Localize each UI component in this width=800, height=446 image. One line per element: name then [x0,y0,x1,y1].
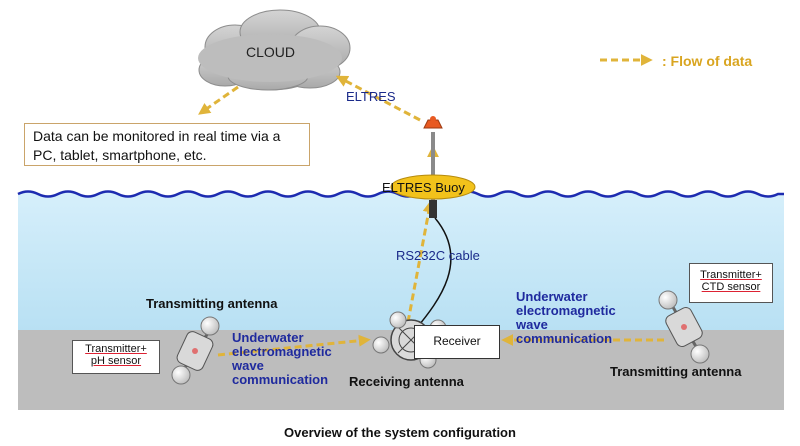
cable-label: RS232C cable [396,248,480,263]
ctd-box-line2: CTD sensor [701,281,761,293]
right-transmitting-antenna-icon [658,290,710,364]
system-diagram [17,9,784,410]
ph-box-line1: Transmitter+ [85,343,147,355]
legend-label: : Flow of data [662,53,753,69]
monitoring-note: Data can be monitored in real time via a… [24,123,310,166]
left-comm-label: Underwater electromagnetic wave communic… [232,330,332,387]
ph-transmitter-box: Transmitter+ pH sensor [72,340,160,374]
cloud-label: CLOUD [246,44,296,60]
buoy-label: ELTRES Buoy [382,180,465,195]
rs232c-cable [414,217,452,331]
receiver-box: Receiver [414,325,500,359]
left-antenna-label: Transmitting antenna [146,296,278,311]
sea [18,191,784,332]
right-antenna-label: Transmitting antenna [610,364,742,379]
ph-box-line2: pH sensor [90,355,142,367]
receiving-antenna-label: Receiving antenna [349,374,464,389]
eltres-label: ELTRES [346,89,396,104]
figure-caption: Overview of the system configuration [284,425,516,440]
left-transmitting-antenna-icon [171,316,220,385]
ctd-box-line1: Transmitter+ [700,269,762,281]
right-comm-label: Underwater electromagnetic wave communic… [516,289,616,346]
ctd-transmitter-box: Transmitter+ CTD sensor [689,263,773,303]
eltres-buoy [390,116,476,218]
